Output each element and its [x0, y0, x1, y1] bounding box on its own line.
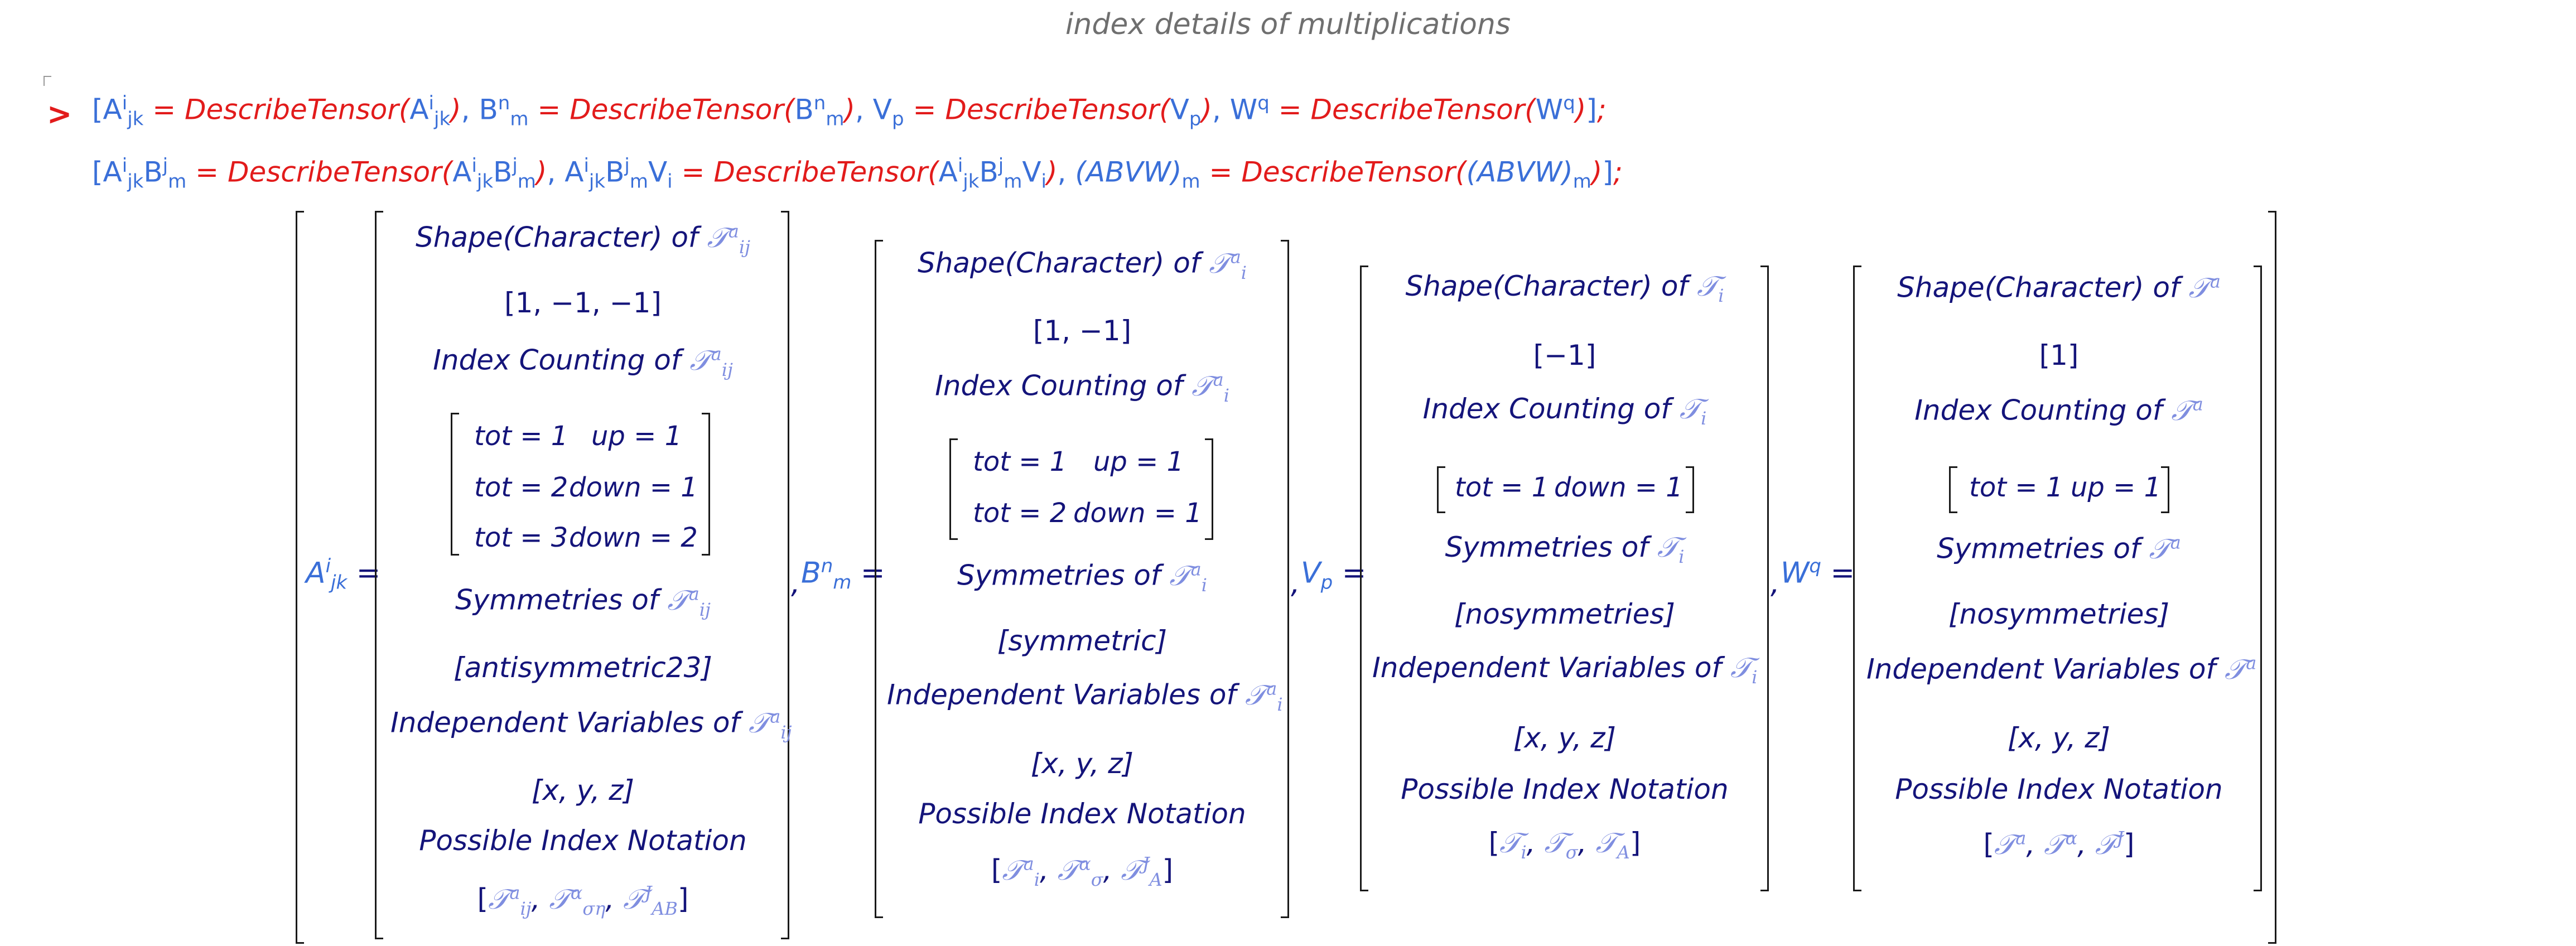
table-row: up = 1	[2071, 472, 2162, 503]
input-line-2[interactable]: [AijkBjm = DescribeTensor(AijkBjm), Aijk…	[92, 155, 1623, 193]
separator-comma: ,	[1291, 567, 1300, 600]
block-B-indep-value: [x, y, z]	[1030, 747, 1134, 780]
block-W-bracket-right	[2254, 266, 2262, 891]
block-B-bracket-right	[1281, 240, 1289, 918]
block-W-sym-value: [nosymmetries]	[1948, 598, 2169, 630]
table-row: down = 1	[1073, 498, 1202, 529]
block-W-index-table-bracket-left	[1949, 466, 1957, 513]
block-A-index-table-bracket-right	[702, 413, 710, 556]
output-lhs-B: Bnm =	[801, 555, 885, 594]
table-row: down = 1	[1554, 472, 1683, 503]
table-row: tot = 1	[1969, 472, 2063, 503]
output-outer-bracket-right	[2268, 211, 2276, 944]
block-W-indep-value: [x, y, z]	[2007, 722, 2111, 754]
block-W-index-table-bracket-right	[2161, 466, 2169, 513]
block-V-notation-label: Possible Index Notation	[1401, 773, 1729, 805]
block-B-sym-label: Symmetries of 𝒯ai	[957, 558, 1207, 596]
table-row: tot = 2	[973, 498, 1067, 529]
block-B-index-table-bracket-left	[949, 438, 958, 540]
block-W-shape-value: [1]	[2039, 339, 2079, 371]
block-B-indep-label: Independent Variables of 𝒯ai	[887, 678, 1283, 715]
block-V-indep-value: [x, y, z]	[1513, 722, 1617, 754]
block-B-index-table-bracket-right	[1205, 438, 1213, 540]
block-W-bracket-left	[1853, 266, 1861, 891]
block-A-notation-label: Possible Index Notation	[419, 824, 747, 857]
block-B-notation-value: [𝒯ai, 𝒯ασ, 𝒯JA]	[991, 853, 1174, 890]
block-W-shape-label: Shape(Character) of 𝒯a	[1897, 271, 2221, 304]
block-V-bracket-left	[1360, 266, 1368, 891]
block-V-sym-label: Symmetries of 𝒯i	[1445, 531, 1685, 567]
table-row: tot = 1	[973, 446, 1067, 477]
block-A-indep-label: Independent Variables of 𝒯aij	[390, 706, 792, 743]
block-W-sym-label: Symmetries of 𝒯a	[1937, 532, 2181, 565]
block-W-indep-label: Independent Variables of 𝒯a	[1866, 652, 2257, 686]
output-outer-bracket-left	[296, 211, 304, 944]
block-V-bracket-right	[1760, 266, 1769, 891]
block-A-index-table-bracket-left	[451, 413, 459, 556]
section-title: index details of multiplications	[1065, 8, 1511, 41]
block-V-sym-value: [nosymmetries]	[1454, 598, 1675, 630]
input-line-1[interactable]: [Aijk = DescribeTensor(Aijk), Bnm = Desc…	[92, 92, 1607, 131]
block-A-sym-value: [antisymmetric23]	[454, 651, 712, 684]
block-V-index-label: Index Counting of 𝒯i	[1422, 393, 1707, 429]
separator-comma: ,	[1771, 567, 1780, 600]
group-separator-tick	[44, 76, 51, 77]
block-A-shape-label: Shape(Character) of 𝒯aij	[416, 220, 750, 258]
block-B-bracket-left	[875, 240, 883, 918]
block-W-notation-value: [𝒯a, 𝒯α, 𝒯J]	[1983, 827, 2135, 861]
block-A-indep-value: [x, y, z]	[531, 774, 635, 807]
separator-comma: ,	[791, 567, 800, 600]
table-row: down = 2	[569, 522, 698, 553]
block-V-index-table-bracket-right	[1686, 466, 1694, 513]
execution-prompt[interactable]: >	[47, 96, 73, 132]
table-row: up = 1	[1093, 446, 1184, 477]
block-W-notation-label: Possible Index Notation	[1895, 773, 2223, 805]
block-V-shape-value: [−1]	[1533, 339, 1596, 371]
block-B-index-label: Index Counting of 𝒯ai	[935, 369, 1229, 406]
block-B-sym-value: [symmetric]	[997, 625, 1168, 657]
block-B-shape-value: [1, −1]	[1033, 315, 1132, 347]
output-lhs-A: Aijk =	[306, 555, 381, 594]
table-row: tot = 3	[474, 522, 568, 553]
table-row: up = 1	[591, 421, 682, 452]
block-V-indep-label: Independent Variables of 𝒯i	[1372, 651, 1758, 688]
table-row: tot = 1	[1455, 472, 1549, 503]
block-A-index-label: Index Counting of 𝒯aij	[433, 343, 733, 380]
block-A-shape-value: [1, −1, −1]	[504, 287, 662, 319]
block-V-notation-value: [𝒯i, 𝒯σ, 𝒯A]	[1488, 827, 1641, 863]
block-W-index-label: Index Counting of 𝒯a	[1914, 393, 2203, 427]
describe-tensor-fn: DescribeTensor	[185, 93, 399, 126]
group-separator	[44, 76, 45, 86]
table-row: tot = 1	[474, 421, 568, 452]
block-V-shape-label: Shape(Character) of 𝒯i	[1405, 270, 1724, 306]
output-lhs-W: Wq =	[1781, 555, 1855, 590]
block-B-shape-label: Shape(Character) of 𝒯ai	[917, 246, 1247, 283]
block-V-index-table-bracket-left	[1437, 466, 1445, 513]
output-lhs-V: Vp =	[1301, 556, 1367, 594]
table-row: tot = 2	[474, 472, 568, 503]
block-A-sym-label: Symmetries of 𝒯aij	[455, 583, 711, 620]
block-B-notation-label: Possible Index Notation	[918, 798, 1246, 830]
block-A-bracket-left	[375, 211, 383, 939]
block-A-notation-value: [𝒯aij, 𝒯αση, 𝒯JAB]	[477, 882, 689, 919]
table-row: down = 1	[569, 472, 698, 503]
block-A-bracket-right	[781, 211, 789, 939]
